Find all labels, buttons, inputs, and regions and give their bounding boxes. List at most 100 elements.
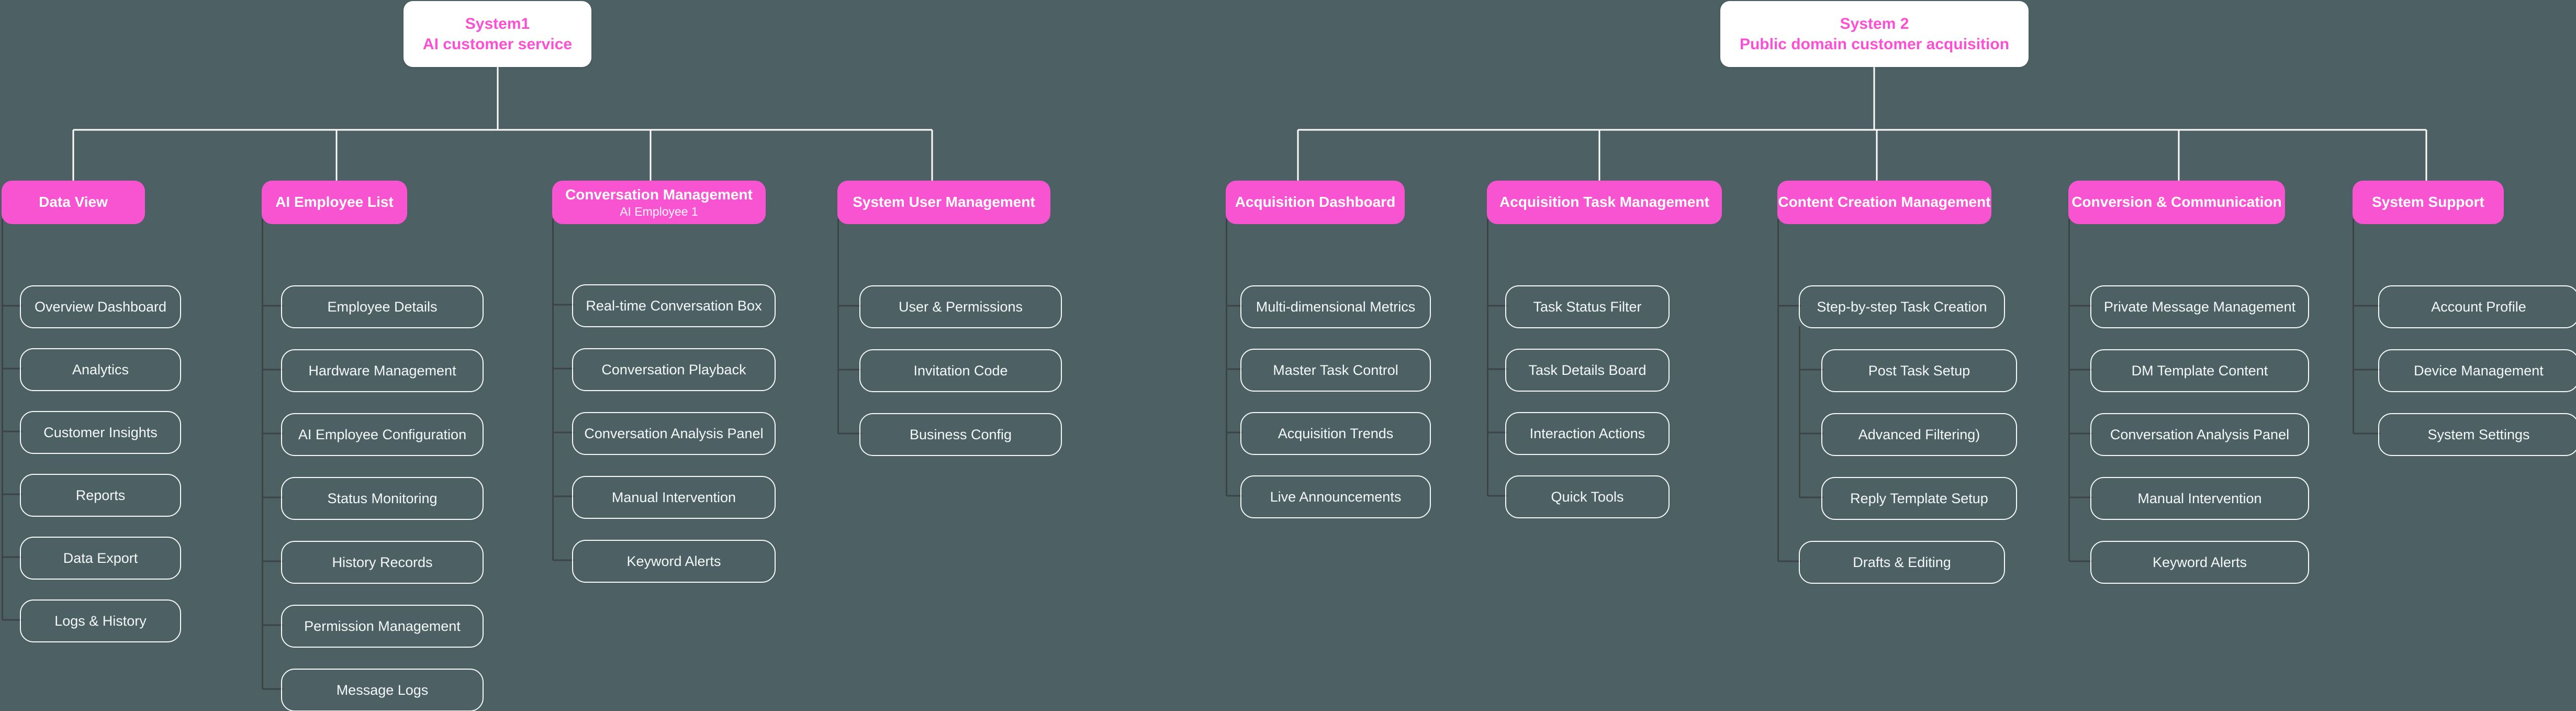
leaf-node-label: Business Config <box>909 426 1012 442</box>
leaf-node-acquisition-trends[interactable]: Acquisition Trends <box>1240 412 1431 455</box>
system-level-connectors <box>72 66 2427 184</box>
leaf-node-label: System Settings <box>2427 426 2530 442</box>
leaf-node-system-settings[interactable]: System Settings <box>2378 413 2576 456</box>
leaf-node-label: Private Message Management <box>2103 298 2296 315</box>
leaf-node-label: Post Task Setup <box>1868 362 1970 379</box>
branch-header-data-view[interactable]: Data View <box>2 181 145 224</box>
leaf-node-label: Conversation Analysis Panel <box>2110 426 2290 442</box>
leaf-node-advanced-filtering[interactable]: Advanced Filtering) <box>1821 413 2017 456</box>
leaf-node-label: Step-by-step Task Creation <box>1817 298 1987 315</box>
leaf-node-label: Analytics <box>72 361 129 377</box>
leaf-node-keyword-alerts[interactable]: Keyword Alerts <box>572 540 776 583</box>
branch-header-conversion-communication[interactable]: Conversion & Communication <box>2068 181 2285 224</box>
branch-header-system-user-management[interactable]: System User Management <box>837 181 1050 224</box>
leaf-node-private-message-management[interactable]: Private Message Management <box>2090 285 2309 328</box>
system2-root-node[interactable]: System 2 Public domain customer acquisit… <box>1720 1 2029 67</box>
system1-title-line2: AI customer service <box>422 36 573 53</box>
leaf-node-conversation-analysis-panel[interactable]: Conversation Analysis Panel <box>2090 413 2309 456</box>
leaf-node-multi-dimensional-metrics[interactable]: Multi-dimensional Metrics <box>1240 285 1431 328</box>
leaf-node-label: Real-time Conversation Box <box>586 297 762 314</box>
branch-header-label: Data View <box>39 194 108 210</box>
leaf-node-label: Live Announcements <box>1270 488 1402 505</box>
leaf-node-label: Conversation Analysis Panel <box>584 425 764 441</box>
leaf-node-dm-template-content[interactable]: DM Template Content <box>2090 349 2309 392</box>
leaf-node-label: Invitation Code <box>913 362 1008 379</box>
branch-header-acquisition-dashboard[interactable]: Acquisition Dashboard <box>1226 181 1405 224</box>
leaf-node-reply-template-setup[interactable]: Reply Template Setup <box>1821 477 2017 520</box>
leaf-node-interaction-actions[interactable]: Interaction Actions <box>1505 412 1670 455</box>
branch-header-content-creation-management[interactable]: Content Creation Management <box>1777 181 1991 224</box>
leaf-node-device-management[interactable]: Device Management <box>2378 349 2576 392</box>
leaf-node-label: Advanced Filtering) <box>1858 426 1980 442</box>
leaf-node-status-monitoring[interactable]: Status Monitoring <box>281 477 484 520</box>
leaf-node-label: User & Permissions <box>898 298 1023 315</box>
leaf-node-live-announcements[interactable]: Live Announcements <box>1240 475 1431 518</box>
branch-header-label: Acquisition Task Management <box>1499 194 1709 210</box>
leaf-node-task-details-board[interactable]: Task Details Board <box>1505 349 1670 392</box>
leaf-node-label: Acquisition Trends <box>1278 425 1394 441</box>
leaf-node-ai-employee-configuration[interactable]: AI Employee Configuration <box>281 413 484 456</box>
leaf-node-label: Logs & History <box>54 613 147 629</box>
leaf-node-user-permissions[interactable]: User & Permissions <box>859 285 1062 328</box>
leaf-node-label: Status Monitoring <box>327 490 438 506</box>
branch-header-label: Acquisition Dashboard <box>1235 194 1396 210</box>
leaf-node-manual-intervention[interactable]: Manual Intervention <box>572 476 776 519</box>
leaf-node-business-config[interactable]: Business Config <box>859 413 1062 456</box>
leaf-node-master-task-control[interactable]: Master Task Control <box>1240 349 1431 392</box>
system2-title-line2: Public domain customer acquisition <box>1739 36 2010 53</box>
leaf-node-label: AI Employee Configuration <box>298 426 467 442</box>
leaf-node-employee-details[interactable]: Employee Details <box>281 285 484 328</box>
leaf-node-label: Quick Tools <box>1551 488 1624 505</box>
leaf-node-label: Hardware Management <box>308 362 456 379</box>
branch-header-acquisition-task-management[interactable]: Acquisition Task Management <box>1487 181 1722 224</box>
branch-header-label: System User Management <box>853 194 1035 210</box>
leaf-node-step-by-step-task-creation[interactable]: Step-by-step Task Creation <box>1799 285 2005 328</box>
leaf-node-post-task-setup[interactable]: Post Task Setup <box>1821 349 2017 392</box>
branch-header-sublabel: AI Employee 1 <box>620 204 698 218</box>
leaf-node-task-status-filter[interactable]: Task Status Filter <box>1505 285 1670 328</box>
leaf-node-label: Employee Details <box>327 298 438 315</box>
leaf-node-label: Keyword Alerts <box>2152 554 2247 570</box>
branch-header-system-support[interactable]: System Support <box>2353 181 2504 224</box>
leaf-node-account-profile[interactable]: Account Profile <box>2378 285 2576 328</box>
leaf-node-overview-dashboard[interactable]: Overview Dashboard <box>20 285 181 328</box>
leaf-node-label: Message Logs <box>336 682 429 698</box>
leaf-node-real-time-conversation-box[interactable]: Real-time Conversation Box <box>572 284 776 327</box>
leaf-node-reports[interactable]: Reports <box>20 474 181 517</box>
leaf-node-message-logs[interactable]: Message Logs <box>281 669 484 711</box>
branch-header-label: Conversion & Communication <box>2071 194 2282 210</box>
leaf-node-data-export[interactable]: Data Export <box>20 537 181 580</box>
leaf-node-label: History Records <box>332 554 433 570</box>
leaf-node-label: Drafts & Editing <box>1853 554 1951 570</box>
leaf-node-history-records[interactable]: History Records <box>281 541 484 584</box>
system1-root-node[interactable]: System1 AI customer service <box>404 1 591 67</box>
leaf-node-label: Master Task Control <box>1273 362 1398 378</box>
leaf-node-invitation-code[interactable]: Invitation Code <box>859 349 1062 392</box>
leaf-node-conversation-analysis-panel[interactable]: Conversation Analysis Panel <box>572 412 776 455</box>
leaf-node-logs-history[interactable]: Logs & History <box>20 599 181 642</box>
leaf-node-label: Task Status Filter <box>1533 298 1642 315</box>
leaf-node-analytics[interactable]: Analytics <box>20 348 181 391</box>
leaf-node-label: Multi-dimensional Metrics <box>1256 298 1416 315</box>
leaf-node-manual-intervention[interactable]: Manual Intervention <box>2090 477 2309 520</box>
leaf-node-label: DM Template Content <box>2131 362 2268 379</box>
branch-header-label: System Support <box>2372 194 2484 210</box>
leaf-node-label: Keyword Alerts <box>626 553 721 569</box>
leaf-node-hardware-management[interactable]: Hardware Management <box>281 349 484 392</box>
leaf-node-conversation-playback[interactable]: Conversation Playback <box>572 348 776 391</box>
leaf-node-customer-insights[interactable]: Customer Insights <box>20 411 181 454</box>
leaf-node-label: Task Details Board <box>1528 362 1647 378</box>
leaf-node-permission-management[interactable]: Permission Management <box>281 605 484 648</box>
leaf-node-label: Data Export <box>63 550 138 566</box>
branch-header-ai-employee-list[interactable]: AI Employee List <box>262 181 407 224</box>
leaf-node-label: Reply Template Setup <box>1850 490 1988 506</box>
leaf-node-keyword-alerts[interactable]: Keyword Alerts <box>2090 541 2309 584</box>
branch-level-connectors <box>2 219 2380 690</box>
leaf-node-quick-tools[interactable]: Quick Tools <box>1505 475 1670 518</box>
leaf-node-label: Interaction Actions <box>1529 425 1645 441</box>
leaf-node-drafts-editing[interactable]: Drafts & Editing <box>1799 541 2005 584</box>
leaf-node-label: Manual Intervention <box>611 489 736 505</box>
